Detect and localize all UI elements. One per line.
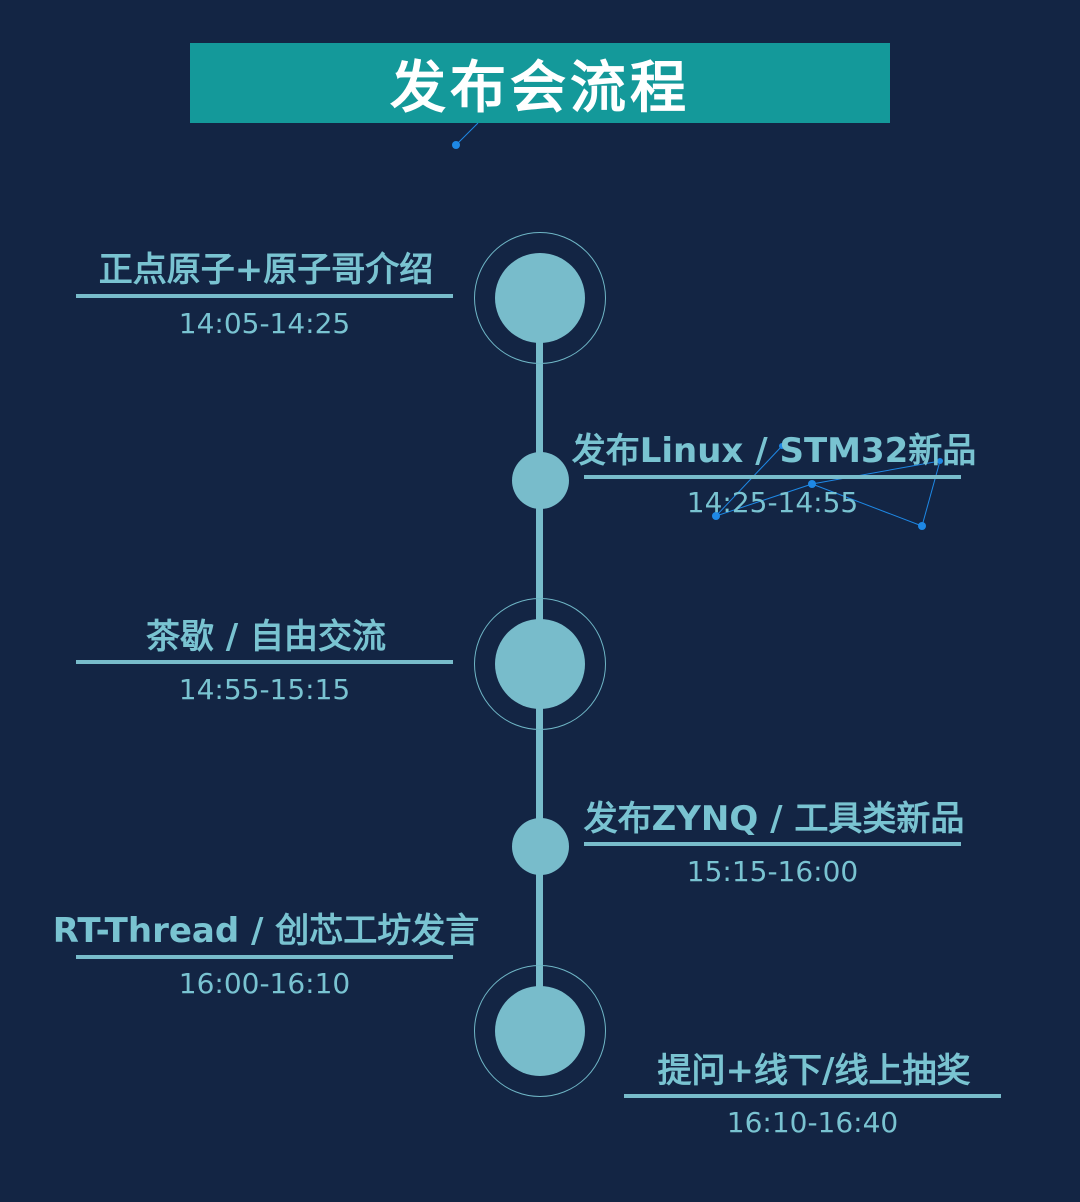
timeline-node-ring-6	[474, 965, 606, 1097]
agenda-item-title: 正点原子+原子哥介绍	[98, 250, 434, 290]
agenda-item-divider	[76, 955, 453, 959]
timeline-node-6	[495, 986, 585, 1076]
timeline-node-2	[512, 452, 569, 509]
agenda-item-divider	[584, 475, 961, 479]
agenda-item-title: 发布Linux / STM32新品	[571, 431, 977, 471]
agenda-item-title: 茶歇 / 自由交流	[145, 617, 387, 657]
agenda-item-title: 提问+线下/线上抽奖	[657, 1051, 971, 1091]
timeline-node-4	[512, 818, 569, 875]
timeline-node-ring-1	[474, 232, 606, 364]
deco-line	[455, 122, 479, 146]
title-banner: 发布会流程	[190, 43, 890, 123]
agenda-item-time: 14:25-14:55	[686, 486, 859, 519]
agenda-item-time: 14:05-14:25	[178, 307, 351, 340]
agenda-item-time: 16:00-16:10	[178, 967, 351, 1000]
deco-dot	[452, 141, 460, 149]
agenda-item-divider	[76, 660, 453, 664]
agenda-item-divider	[584, 842, 961, 846]
agenda-item-time: 14:55-15:15	[178, 673, 351, 706]
agenda-item-title: RT-Thread / 创芯工坊发言	[52, 911, 480, 951]
agenda-item-time: 15:15-16:00	[686, 855, 859, 888]
deco-dot	[918, 522, 926, 530]
page-title: 发布会流程	[390, 55, 690, 121]
timeline-node-ring-3	[474, 598, 606, 730]
agenda-item-divider	[624, 1094, 1001, 1098]
agenda-item-time: 16:10-16:40	[726, 1106, 899, 1139]
timeline-node-1	[495, 253, 585, 343]
agenda-item-title: 发布ZYNQ / 工具类新品	[583, 799, 965, 839]
agenda-item-divider	[76, 294, 453, 298]
timeline-node-3	[495, 619, 585, 709]
